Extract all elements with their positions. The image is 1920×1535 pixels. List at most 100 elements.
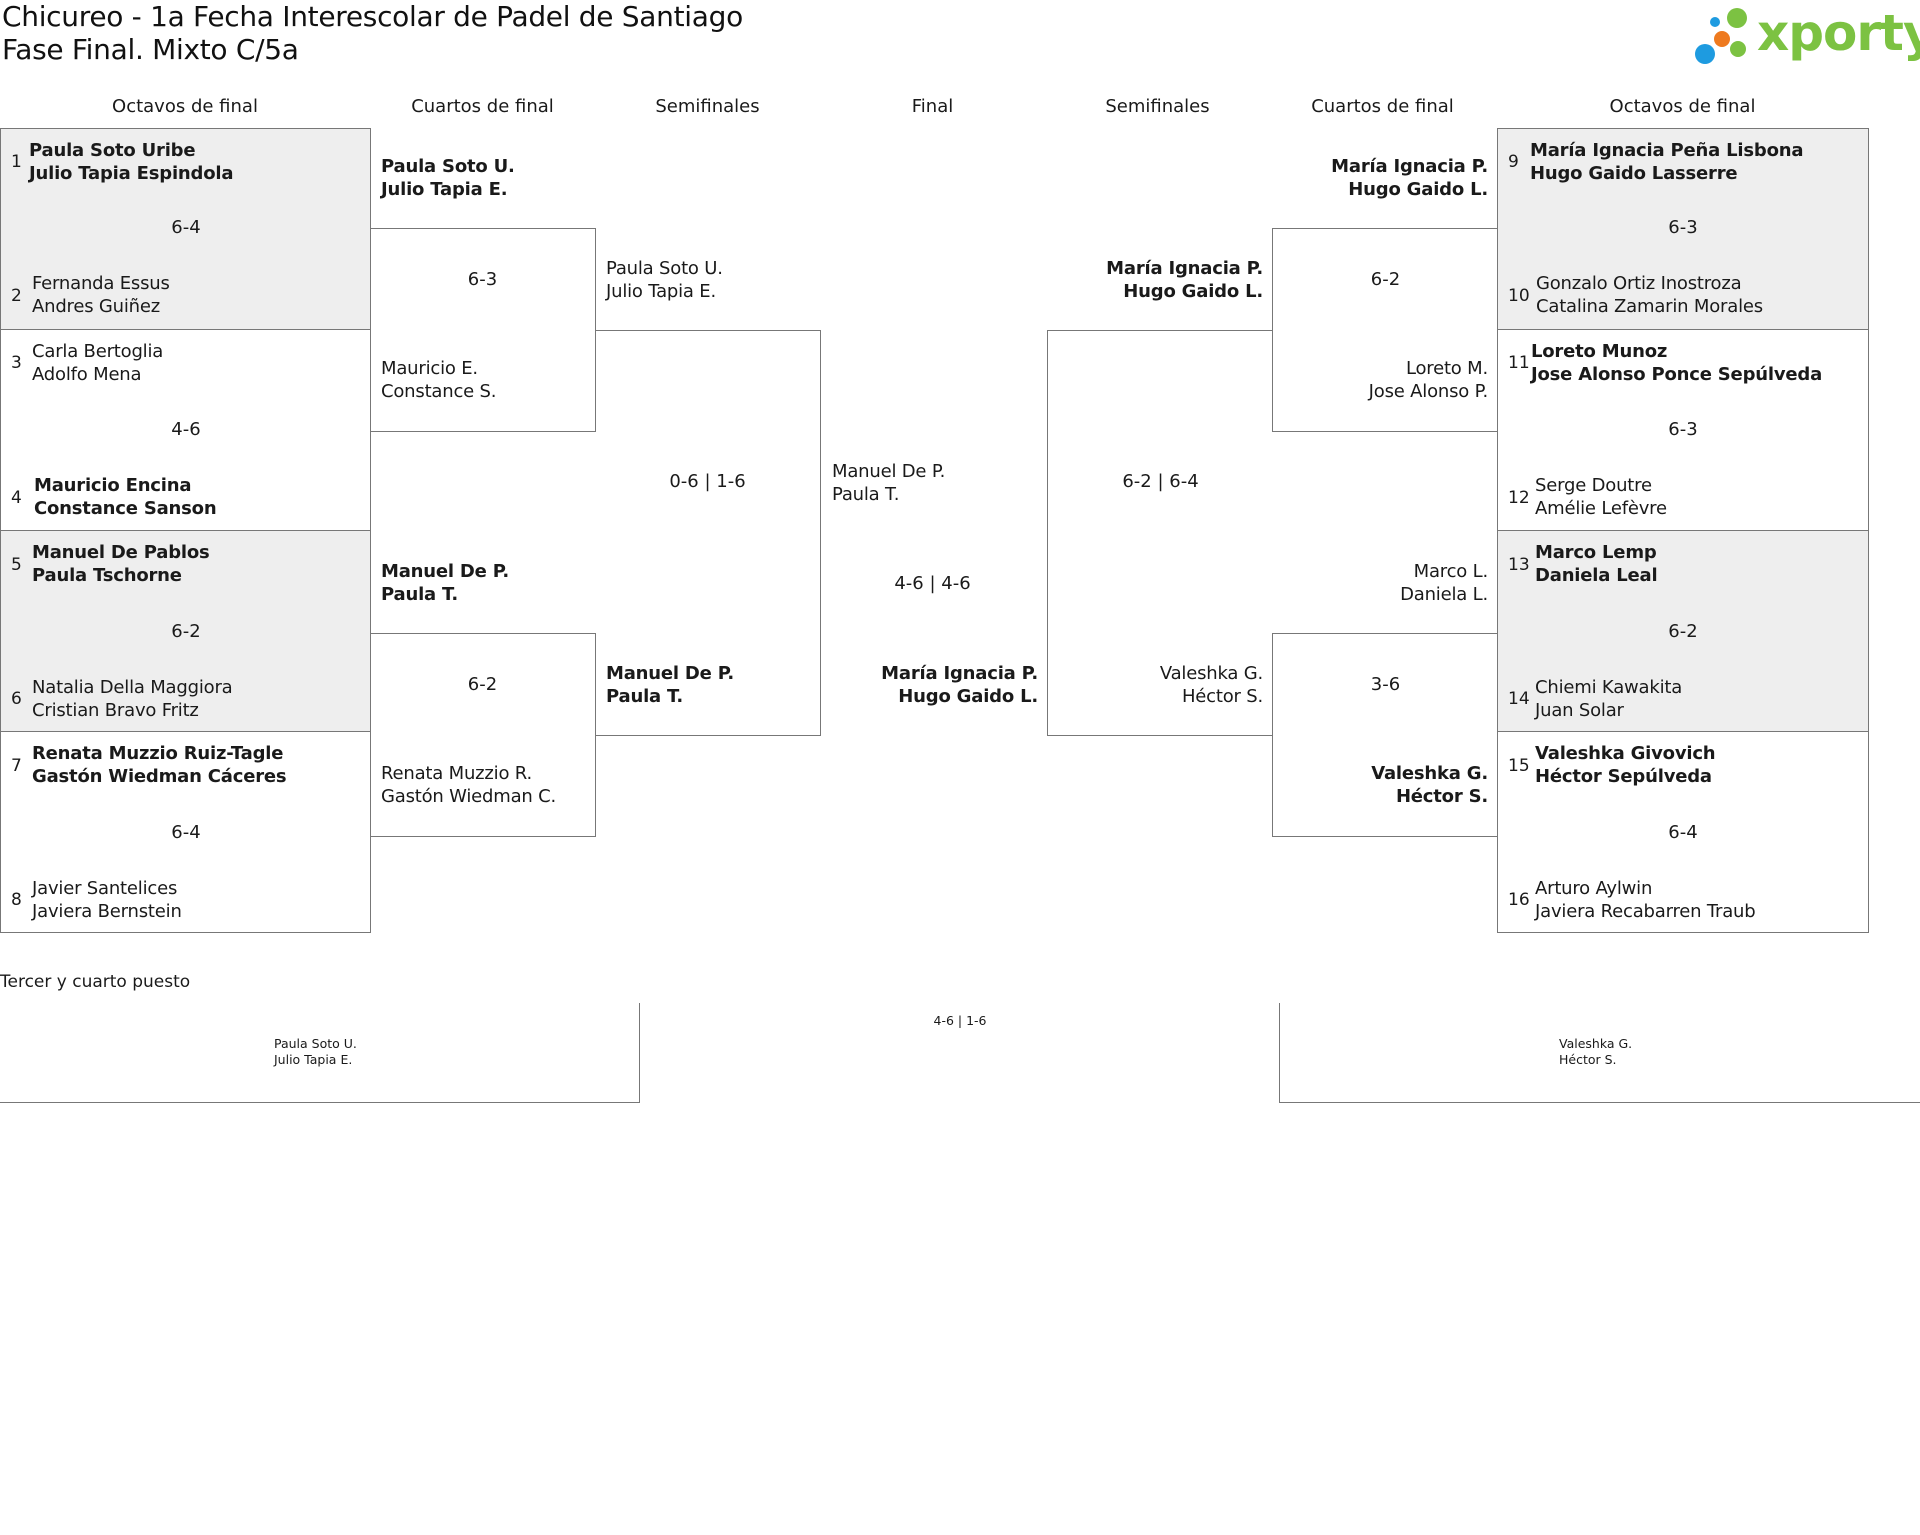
- seed-number: 8: [11, 890, 22, 910]
- header-left-quarterfinals: Cuartos de final: [411, 96, 554, 117]
- match-box: 13 Marco Lemp Daniela Leal 6-2 14 Chiemi…: [1497, 530, 1869, 732]
- team-player-name: Mauricio E.: [381, 358, 478, 379]
- match-score: 6-2: [1370, 269, 1401, 290]
- seed-number: 5: [11, 555, 22, 575]
- team-player-name: Valeshka G.: [1159, 663, 1263, 684]
- team-player-name: Loreto M.: [1405, 358, 1488, 379]
- seed-number: 9: [1508, 152, 1519, 172]
- team-player-name: Andres Guiñez: [32, 296, 161, 317]
- seed-number: 3: [11, 353, 22, 373]
- seed-number: 7: [11, 756, 22, 776]
- team-player-name: Manuel De P.: [381, 561, 510, 582]
- team-player-name: Manuel De Pablos: [32, 542, 210, 563]
- header-right-semifinals: Semifinales: [1105, 96, 1210, 117]
- match-score: 3-6: [1370, 674, 1401, 695]
- third-place-title: Tercer y cuarto puesto: [0, 972, 191, 992]
- header-left-semifinals: Semifinales: [655, 96, 760, 117]
- third-place-right-vertical-line: [1279, 1003, 1280, 1103]
- team-player-name: Manuel De P.: [832, 461, 946, 482]
- page-title: Chicureo - 1a Fecha Interescolar de Pade…: [2, 0, 743, 66]
- team-player-name: Héctor S.: [1181, 686, 1263, 707]
- seed-number: 14: [1508, 689, 1530, 709]
- team-player-name: Renata Muzzio R.: [381, 763, 532, 784]
- seed-number: 11: [1508, 353, 1530, 373]
- match-score: 6-2: [171, 621, 201, 642]
- team-player-name: Catalina Zamarin Morales: [1536, 296, 1763, 317]
- seed-number: 6: [11, 689, 22, 709]
- team-player-name: Héctor Sepúlveda: [1535, 766, 1712, 787]
- match-score: 0-6 | 1-6: [669, 471, 746, 492]
- match-box: 6-2: [1272, 228, 1498, 432]
- match-score: 6-4: [1668, 822, 1698, 843]
- match-box: 0-6 | 1-6: [595, 330, 821, 736]
- match-score: 4-6: [171, 419, 201, 440]
- third-place-right-bottom-line: [1279, 1102, 1920, 1103]
- team-player-name: Loreto Munoz: [1531, 341, 1668, 362]
- team-player-name: Carla Bertoglia: [32, 341, 164, 362]
- third-place-team-a: Paula Soto U. Julio Tapia E.: [274, 1036, 357, 1068]
- xporty-logo: xporty: [1693, 4, 1920, 68]
- logo-wordmark: xporty: [1757, 4, 1920, 62]
- team-player-name: Manuel De P.: [606, 663, 735, 684]
- header-right-quarterfinals: Cuartos de final: [1311, 96, 1454, 117]
- match-box: 3-6: [1272, 633, 1498, 837]
- third-place-left-vertical-line: [639, 1003, 640, 1103]
- team-player-name: Valeshka G.: [1371, 763, 1488, 784]
- seed-number: 13: [1508, 555, 1530, 575]
- team-player-name: Valeshka G.: [1559, 1036, 1633, 1051]
- team-player-name: Paula Soto U.: [381, 156, 515, 177]
- team-player-name: Mauricio Encina: [34, 475, 192, 496]
- title-line-2: Fase Final. Mixto C/5a: [2, 33, 299, 66]
- team-player-name: Hugo Gaido L.: [1123, 281, 1263, 302]
- team-player-name: Valeshka Givovich: [1535, 743, 1716, 764]
- match-box: 6-2 | 6-4: [1047, 330, 1273, 736]
- team-player-name: Juan Solar: [1535, 700, 1624, 721]
- match-score: 6-3: [1668, 217, 1698, 238]
- team-player-name: Julio Tapia E.: [274, 1052, 353, 1067]
- match-score: 6-4: [171, 217, 201, 238]
- team-player-name: Fernanda Essus: [32, 273, 170, 294]
- team-player-name: Daniela L.: [1400, 584, 1488, 605]
- match-box: 7 Renata Muzzio Ruiz-Tagle Gastón Wiedma…: [0, 731, 371, 933]
- match-score: 6-4: [171, 822, 201, 843]
- team-player-name: Héctor S.: [1395, 786, 1488, 807]
- team-player-name: Chiemi Kawakita: [1535, 677, 1683, 698]
- team-player-name: María Ignacia P.: [881, 663, 1038, 684]
- team-player-name: María Ignacia P.: [1331, 156, 1488, 177]
- team-player-name: Gastón Wiedman Cáceres: [32, 766, 287, 787]
- team-player-name: Serge Doutre: [1535, 475, 1652, 496]
- team-player-name: Javiera Bernstein: [32, 901, 182, 922]
- team-player-name: Hugo Gaido L.: [898, 686, 1038, 707]
- match-box: 5 Manuel De Pablos Paula Tschorne 6-2 6 …: [0, 530, 371, 732]
- seed-number: 12: [1508, 488, 1530, 508]
- seed-number: 16: [1508, 890, 1530, 910]
- team-player-name: María Ignacia P.: [1106, 258, 1263, 279]
- match-score: 6-3: [467, 269, 498, 290]
- team-player-name: Natalia Della Maggiora: [32, 677, 233, 698]
- seed-number: 2: [11, 286, 22, 306]
- team-player-name: Arturo Aylwin: [1535, 878, 1653, 899]
- third-place-score: 4-6 | 1-6: [933, 1013, 987, 1028]
- team-player-name: Paula Soto U.: [274, 1036, 357, 1051]
- third-place-team-b: Valeshka G. Héctor S.: [1559, 1036, 1632, 1068]
- seed-number: 4: [11, 488, 22, 508]
- team-player-name: Daniela Leal: [1535, 565, 1658, 586]
- header-final: Final: [911, 96, 954, 117]
- team-player-name: Javiera Recabarren Traub: [1535, 901, 1756, 922]
- team-player-name: Jose Alonso Ponce Sepúlveda: [1531, 364, 1823, 385]
- match-box: 1 Paula Soto Uribe Julio Tapia Espindola…: [0, 128, 371, 330]
- match-box: 9 María Ignacia Peña Lisbona Hugo Gaido …: [1497, 128, 1869, 330]
- match-score: 6-2 | 6-4: [1122, 471, 1199, 492]
- team-player-name: Adolfo Mena: [32, 364, 142, 385]
- match-score: 6-3: [1668, 419, 1698, 440]
- match-score: 6-2: [1668, 621, 1698, 642]
- team-player-name: Paula Tschorne: [32, 565, 182, 586]
- team-player-name: Jose Alonso P.: [1368, 381, 1489, 402]
- match-box: 11 Loreto Munoz Jose Alonso Ponce Sepúlv…: [1497, 329, 1869, 531]
- match-box: 3 Carla Bertoglia Adolfo Mena 4-6 4 Maur…: [0, 329, 371, 531]
- team-player-name: Amélie Lefèvre: [1535, 498, 1667, 519]
- team-player-name: Paula Soto Uribe: [29, 140, 196, 161]
- team-player-name: Hugo Gaido Lasserre: [1530, 163, 1738, 184]
- match-score: 4-6 | 4-6: [894, 573, 971, 594]
- team-player-name: Julio Tapia Espindola: [29, 163, 234, 184]
